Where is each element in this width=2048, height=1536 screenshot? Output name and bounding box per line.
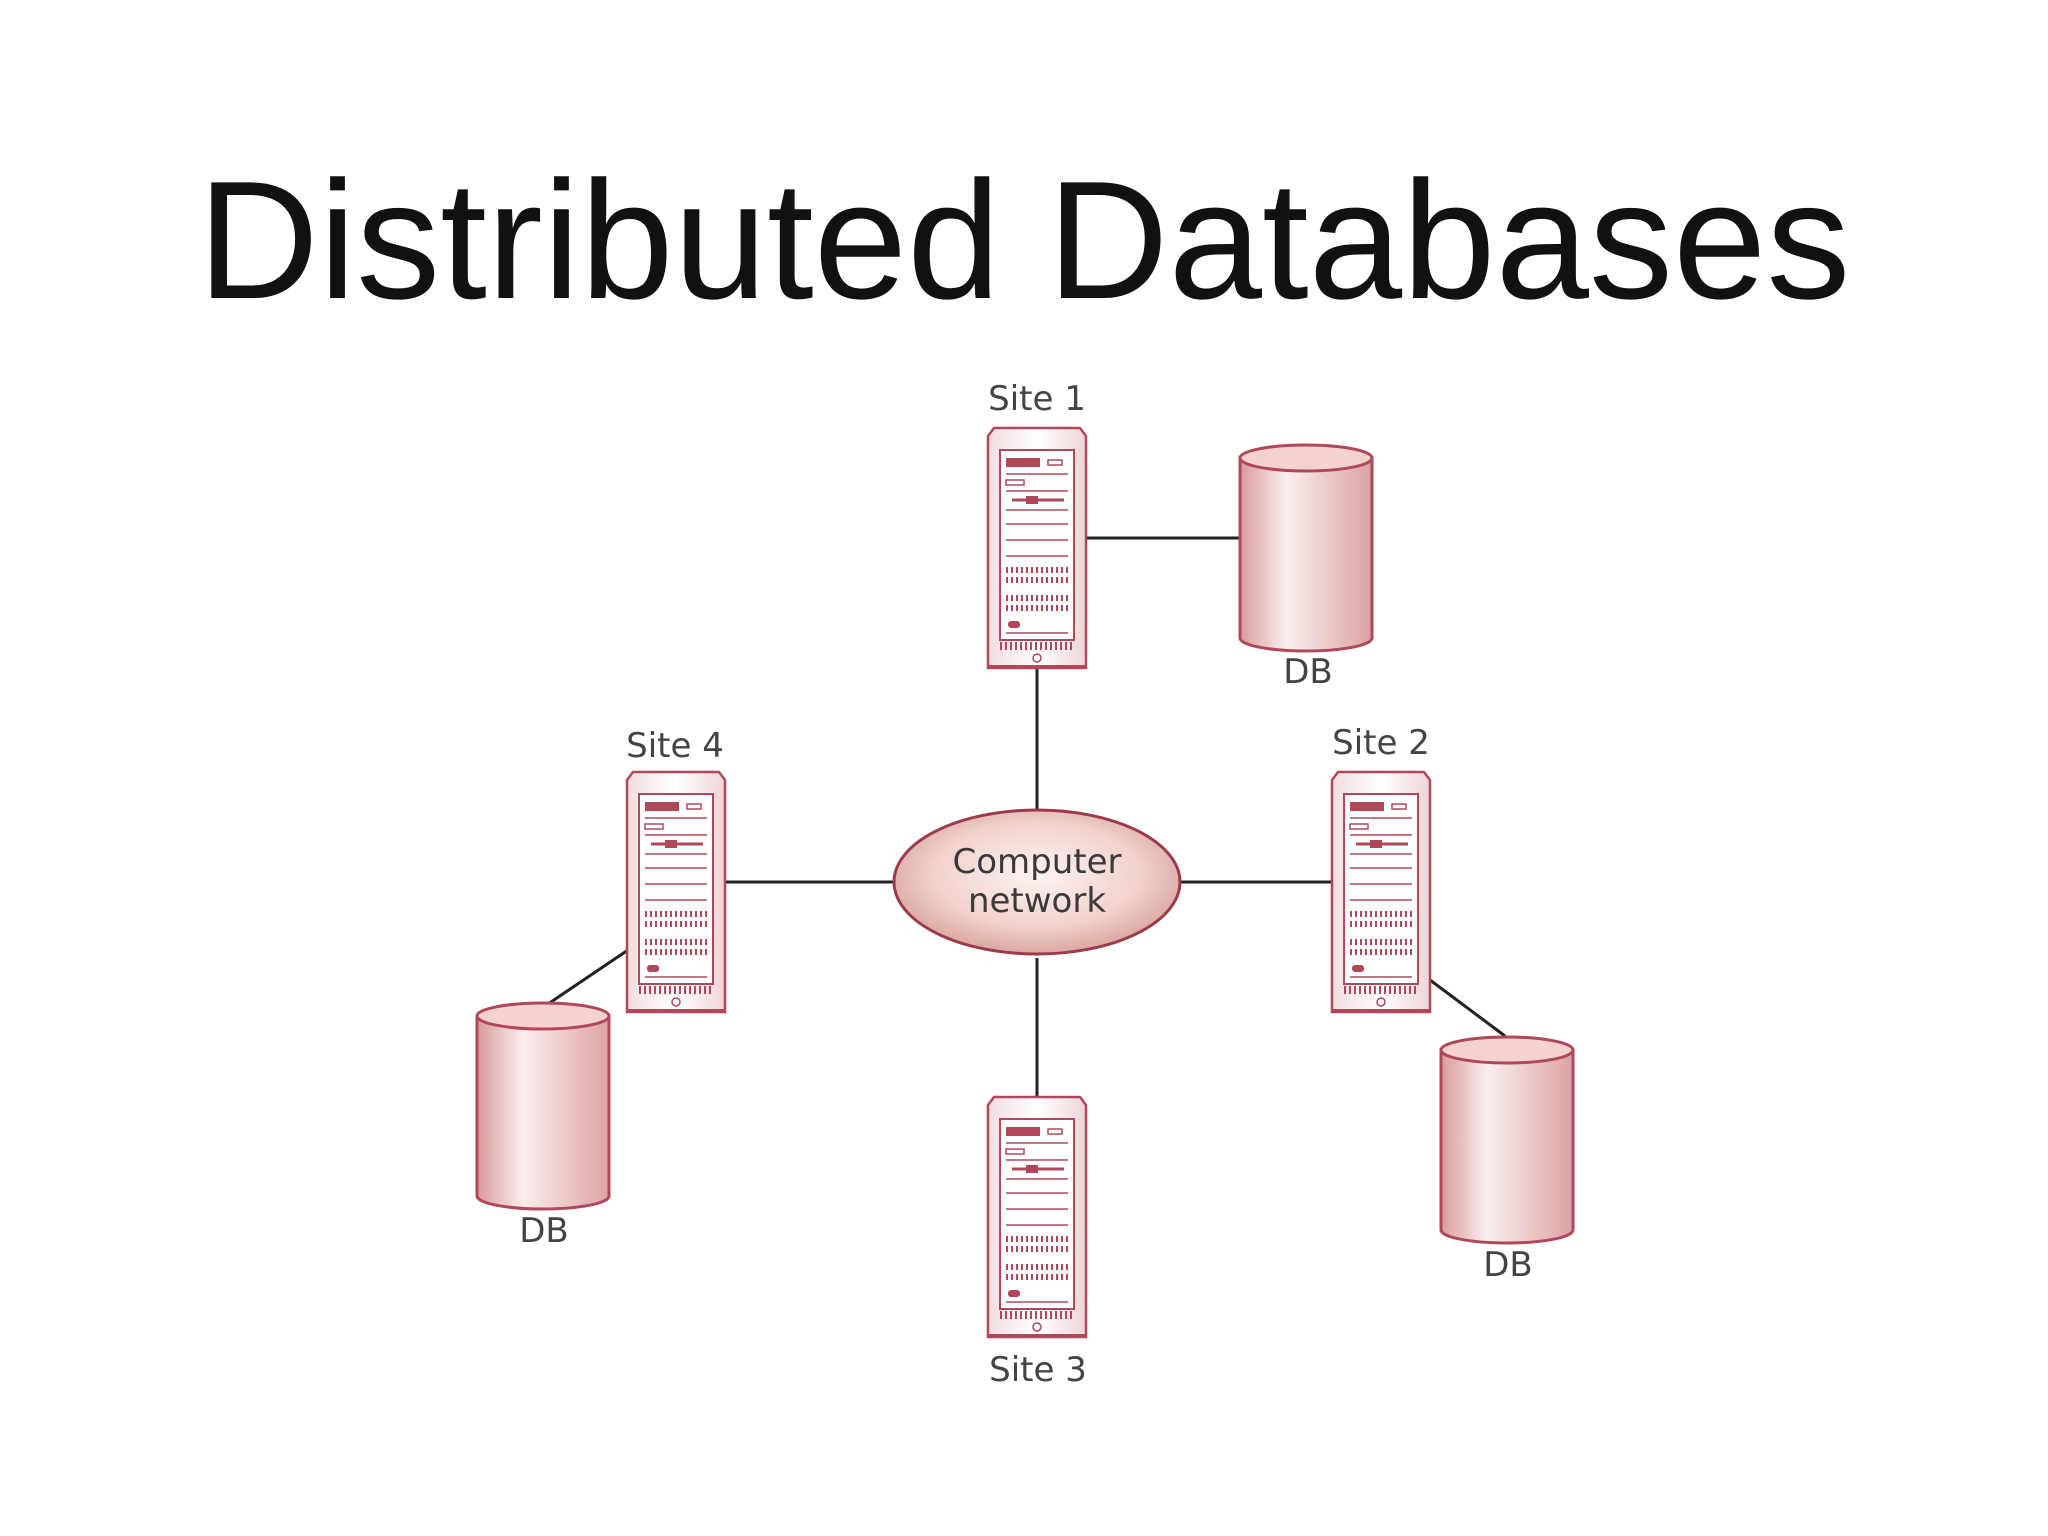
computer-network: Computer network (892, 808, 1182, 956)
db-site4 (475, 1001, 611, 1211)
server-site2 (1330, 770, 1432, 1014)
network-label-line2: network (968, 881, 1106, 921)
site3-label: Site 3 (989, 1350, 1087, 1390)
db-site4-label: DB (519, 1211, 569, 1251)
db-site2-label: DB (1483, 1245, 1533, 1285)
site4-label: Site 4 (626, 726, 724, 766)
link-site2-db (1429, 978, 1506, 1038)
site2-label: Site 2 (1332, 723, 1430, 763)
server-site3 (986, 1095, 1088, 1339)
links (547, 536, 1506, 1097)
server-site1 (986, 426, 1088, 670)
server-site4 (625, 770, 727, 1014)
db-site1 (1238, 443, 1374, 653)
db-site2 (1439, 1035, 1575, 1245)
site1-label: Site 1 (988, 379, 1086, 419)
db-site1-label: DB (1283, 652, 1333, 692)
network-label-line1: Computer (952, 842, 1121, 882)
slide-title: Distributed Databases (197, 146, 1851, 334)
link-site4-db (547, 948, 629, 1006)
